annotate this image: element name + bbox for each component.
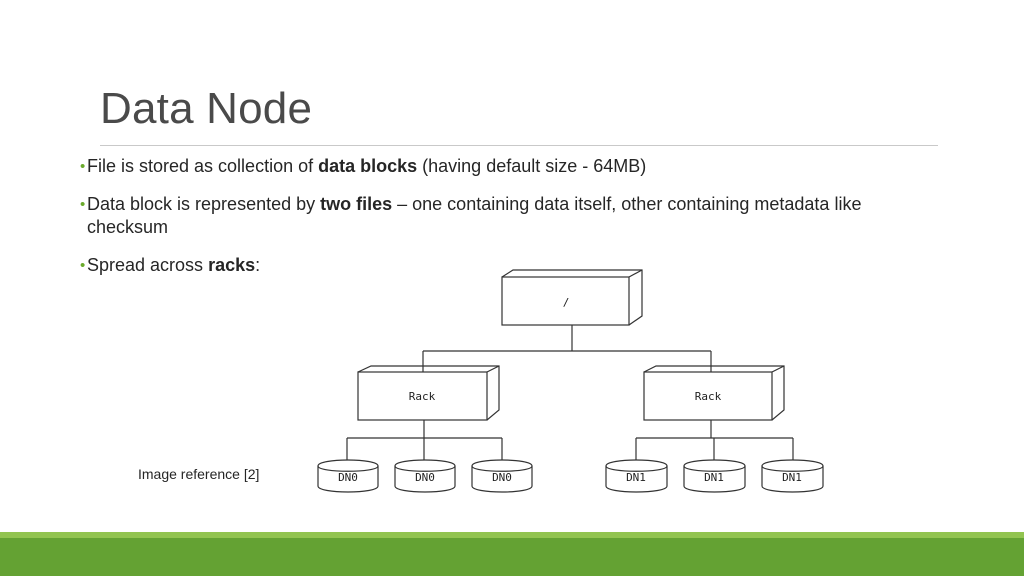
data-node-label: DN0: [492, 471, 512, 484]
rack-box: Rack: [643, 365, 785, 421]
data-node-label: DN1: [704, 471, 724, 484]
image-reference-caption: Image reference [2]: [138, 466, 260, 482]
data-node-disk: DN0: [317, 459, 379, 493]
bullet-text: (having default size - 64MB): [417, 156, 647, 176]
bullet-item: • Data block is represented by two files…: [80, 193, 920, 239]
bullet-dot-icon: •: [80, 257, 86, 274]
data-node-disk: DN1: [683, 459, 746, 493]
data-node-disk: DN0: [471, 459, 533, 493]
bullet-emphasis: two files: [320, 194, 393, 214]
rack-label: Rack: [409, 390, 436, 403]
bullet-list: • File is stored as collection of data b…: [80, 155, 920, 292]
data-node-label: DN1: [626, 471, 646, 484]
data-node-disk: DN1: [605, 459, 668, 493]
bullet-item: • File is stored as collection of data b…: [80, 155, 920, 178]
data-node-label: DN0: [338, 471, 358, 484]
bullet-text: – one containing data itself, other cont…: [87, 194, 862, 237]
root-node-box: /: [501, 269, 643, 326]
root-node-label: /: [563, 296, 570, 309]
rack-connectors: [346, 420, 503, 462]
title-divider: [100, 145, 938, 146]
bullet-emphasis: racks: [208, 255, 256, 275]
bullet-item: • Spread across racks:: [80, 254, 920, 277]
rack-label: Rack: [695, 390, 722, 403]
rack-connectors: [635, 420, 794, 462]
bullet-text: :: [255, 255, 261, 275]
slide-title: Data Node: [100, 84, 313, 133]
footer-bar: [0, 538, 1024, 576]
data-node-label: DN0: [415, 471, 435, 484]
bullet-dot-icon: •: [80, 196, 86, 213]
bullet-text: Data block is represented by: [87, 194, 321, 214]
bullet-text: File is stored as collection of: [87, 156, 319, 176]
bullet-dot-icon: •: [80, 158, 86, 175]
data-node-disk: DN1: [761, 459, 824, 493]
root-connectors: [422, 325, 712, 372]
footer-accent-stripe: [0, 532, 1024, 538]
rack-box: Rack: [357, 365, 500, 421]
bullet-emphasis: data blocks: [318, 156, 418, 176]
data-node-disk: DN0: [394, 459, 456, 493]
bullet-text: Spread across: [87, 255, 209, 275]
data-node-label: DN1: [782, 471, 802, 484]
